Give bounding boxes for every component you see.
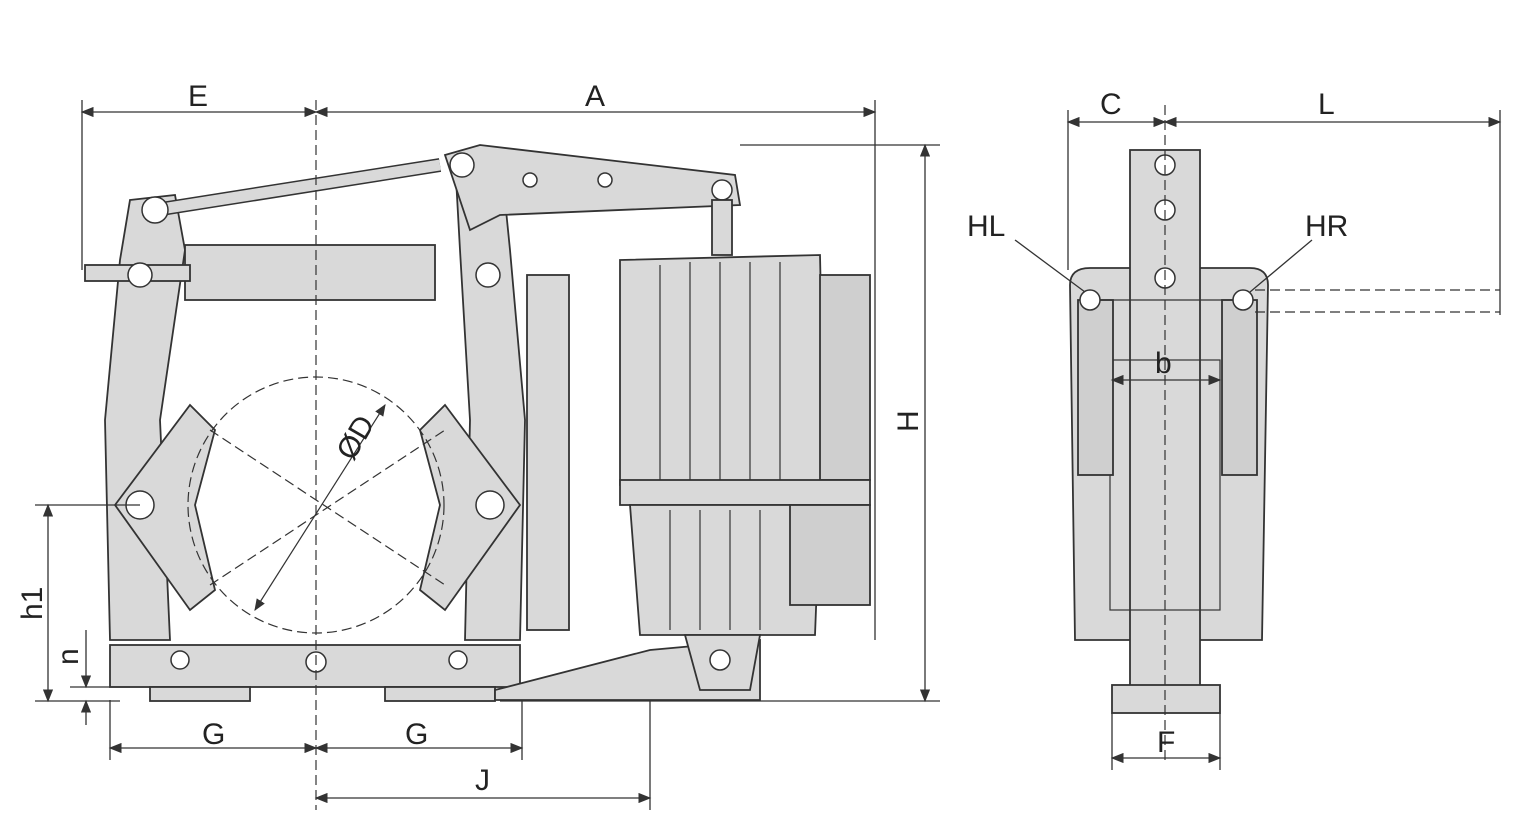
label-h1: h1 bbox=[16, 587, 49, 620]
guide-plate bbox=[526, 274, 570, 631]
side-view bbox=[1069, 105, 1500, 760]
label-n: n bbox=[52, 648, 85, 665]
label-L: L bbox=[1318, 88, 1335, 121]
label-G-right: G bbox=[405, 718, 428, 751]
label-D: ØD bbox=[330, 410, 381, 465]
spring-cylinder bbox=[184, 244, 436, 301]
front-dimensions: E A H ØD h1 n G G J bbox=[16, 80, 940, 810]
label-HL: HL bbox=[967, 210, 1005, 243]
label-HR: HR bbox=[1305, 210, 1348, 243]
label-b: b bbox=[1155, 347, 1172, 380]
side-dimensions: C L HL HR b F bbox=[967, 88, 1502, 770]
label-F: F bbox=[1157, 726, 1175, 759]
label-E: E bbox=[188, 80, 208, 113]
label-C: C bbox=[1100, 88, 1122, 121]
thruster-lower bbox=[629, 504, 821, 636]
left-shoe bbox=[113, 403, 217, 612]
front-view bbox=[84, 100, 871, 810]
label-G-left: G bbox=[202, 718, 225, 751]
right-shoe bbox=[418, 403, 522, 612]
label-J: J bbox=[475, 764, 490, 797]
side-base bbox=[1111, 684, 1221, 714]
label-H: H bbox=[892, 410, 925, 432]
lever bbox=[443, 144, 742, 232]
label-A: A bbox=[585, 80, 605, 113]
thruster-upper bbox=[619, 254, 826, 486]
